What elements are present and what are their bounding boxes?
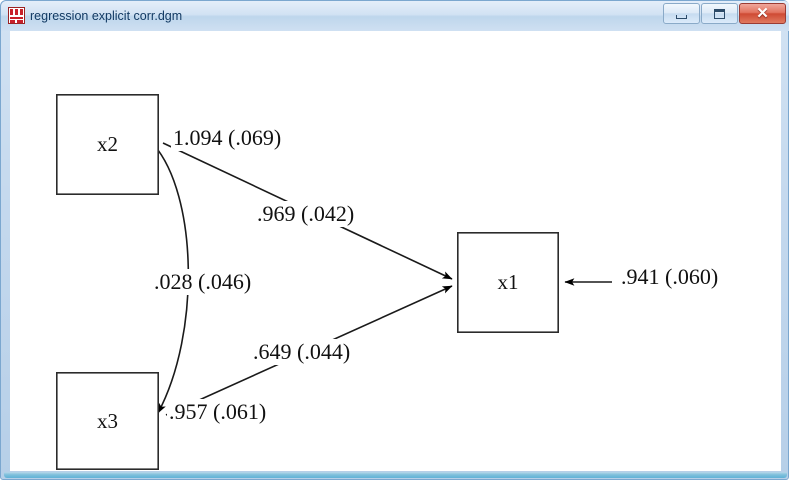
maximize-button[interactable] xyxy=(701,3,738,24)
title-bar[interactable]: regression explicit corr.dgm ✕ xyxy=(1,1,789,31)
edge-label-x3-to-x1[interactable]: .649 (.044) xyxy=(251,339,353,365)
node-label-x1: x1 xyxy=(497,270,519,294)
edge-label-covariance-x2-x3[interactable]: .028 (.046) xyxy=(152,269,254,295)
close-button[interactable]: ✕ xyxy=(739,3,786,24)
amos-document-icon xyxy=(8,7,25,24)
edge-label-x1-residual[interactable]: .941 (.060) xyxy=(619,264,721,290)
node-box-x2[interactable] xyxy=(55,93,160,196)
path-diagram xyxy=(55,93,612,470)
node-box-x1[interactable] xyxy=(456,232,559,334)
edge-label-x2-to-x1[interactable]: .969 (.042) xyxy=(255,201,357,227)
node-label-x3: x3 xyxy=(97,408,118,433)
window-title: regression explicit corr.dgm xyxy=(30,9,183,23)
document-canvas[interactable]: x2 x3 x1 1.094 (.069) .969 (.042) .028 (… xyxy=(10,31,781,471)
edge-label-x3-variance[interactable]: .957 (.061) xyxy=(167,399,269,425)
close-icon: ✕ xyxy=(756,5,769,22)
node-label-x2: x2 xyxy=(97,132,118,156)
node-box-x3[interactable] xyxy=(55,371,160,470)
covariance-arrow-x2-x3[interactable] xyxy=(144,135,190,414)
window-bottom-edge xyxy=(4,472,787,478)
window-controls: ✕ xyxy=(663,3,786,26)
minimize-button[interactable] xyxy=(663,3,700,24)
minimize-icon xyxy=(676,15,687,20)
edge-label-x2-variance[interactable]: 1.094 (.069) xyxy=(171,125,284,151)
maximize-icon xyxy=(714,8,725,19)
